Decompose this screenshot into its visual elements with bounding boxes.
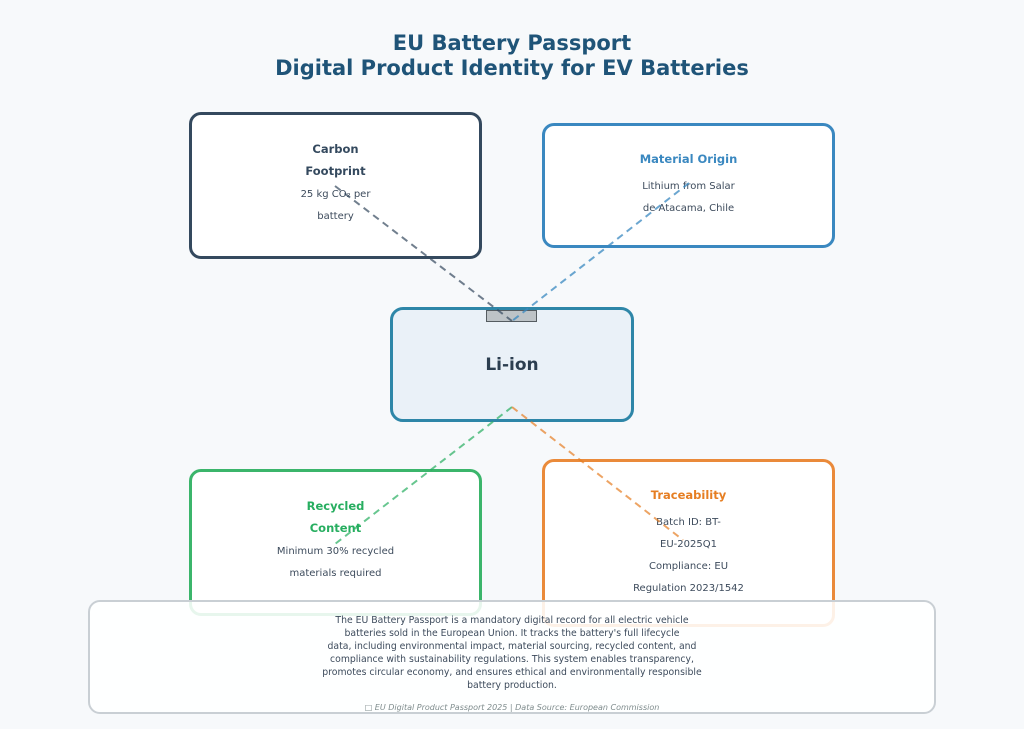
material-origin-card: Material Origin Lithium from Salar de At… <box>542 123 835 248</box>
carbon-footprint-title: Carbon Footprint <box>192 138 479 182</box>
carbon-title-line-1: Carbon <box>312 142 359 156</box>
trace-body-line-1: Batch ID: BT- <box>656 517 721 528</box>
description-line: promotes circular economy, and ensures e… <box>322 667 702 678</box>
material-origin-body: Lithium from Salar de Atacama, Chile <box>545 176 832 220</box>
description-line: The EU Battery Passport is a mandatory d… <box>335 615 689 626</box>
description-line: batteries sold in the European Union. It… <box>344 628 680 639</box>
trace-body-line-3: Compliance: EU <box>648 561 729 572</box>
carbon-footprint-body: 25 kg CO₂ per battery <box>192 184 479 228</box>
trace-body-line-2: EU-2025Q1 <box>660 539 717 550</box>
description-panel: The EU Battery Passport is a mandatory d… <box>88 600 936 714</box>
recycled-title-line-1: Recycled <box>306 499 365 513</box>
battery-icon: Li-ion <box>390 307 634 422</box>
battery-terminal <box>486 310 537 322</box>
battery-type-label: Li-ion <box>485 354 539 375</box>
recycled-body-line-1: Minimum 30% recycled <box>276 546 395 557</box>
recycled-content-title: Recycled Content <box>192 495 479 539</box>
material-body-line-1: Lithium from Salar <box>642 181 735 192</box>
description-line: compliance with sustainability regulatio… <box>330 654 694 665</box>
material-body-line-2: de Atacama, Chile <box>642 203 735 214</box>
title-line-1: EU Battery Passport <box>392 31 632 55</box>
description-line: data, including environmental impact, ma… <box>327 641 697 652</box>
recycled-body-line-2: materials required <box>289 568 382 579</box>
recycled-content-body: Minimum 30% recycled materials required <box>192 541 479 585</box>
recycled-content-card: Recycled Content Minimum 30% recycled ma… <box>189 469 482 616</box>
carbon-body-line-1: 25 kg CO₂ per <box>300 189 371 200</box>
carbon-footprint-card: Carbon Footprint 25 kg CO₂ per battery <box>189 112 482 259</box>
data-source-note: □ EU Digital Product Passport 2025 | Dat… <box>364 703 660 712</box>
description-text: The EU Battery Passport is a mandatory d… <box>302 614 722 692</box>
title-line-2: Digital Product Identity for EV Batterie… <box>275 56 749 80</box>
diagram-title: EU Battery Passport Digital Product Iden… <box>0 31 1024 81</box>
material-origin-title: Material Origin <box>639 152 738 166</box>
carbon-title-line-2: Footprint <box>305 164 366 178</box>
carbon-body-line-2: battery <box>317 211 354 222</box>
traceability-title: Traceability <box>650 488 727 502</box>
trace-body-line-4: Regulation 2023/1542 <box>633 583 744 594</box>
traceability-body: Batch ID: BT- EU-2025Q1 Compliance: EU R… <box>545 512 832 600</box>
recycled-title-line-2: Content <box>309 521 362 535</box>
description-line: battery production. <box>467 680 557 691</box>
